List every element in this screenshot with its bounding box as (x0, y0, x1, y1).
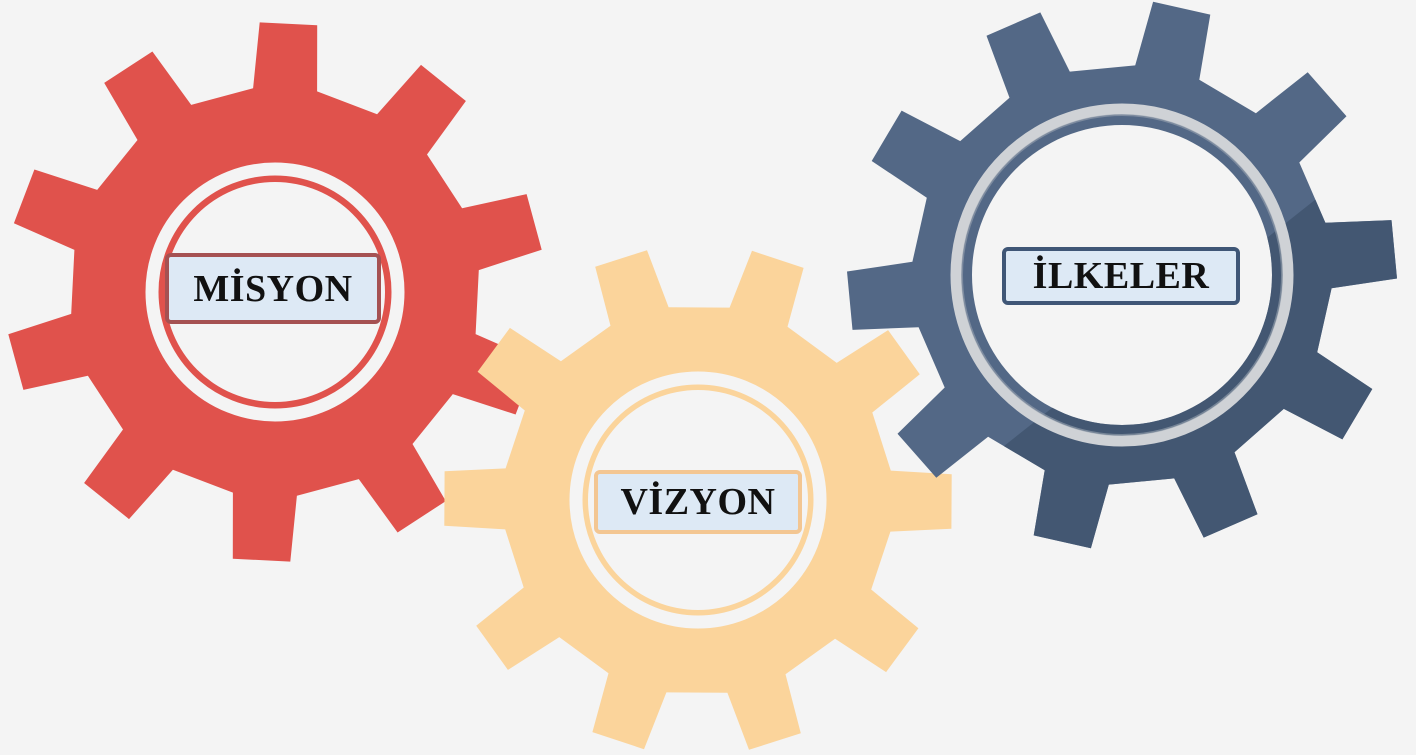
misyon-label: MİSYON (165, 253, 381, 324)
ilkeler-gear (847, 1, 1397, 549)
misyon-gear (8, 22, 542, 562)
ilkeler-label: İLKELER (1002, 247, 1240, 305)
vizyon-label: VİZYON (594, 470, 802, 534)
vizyon-gear (444, 250, 952, 750)
